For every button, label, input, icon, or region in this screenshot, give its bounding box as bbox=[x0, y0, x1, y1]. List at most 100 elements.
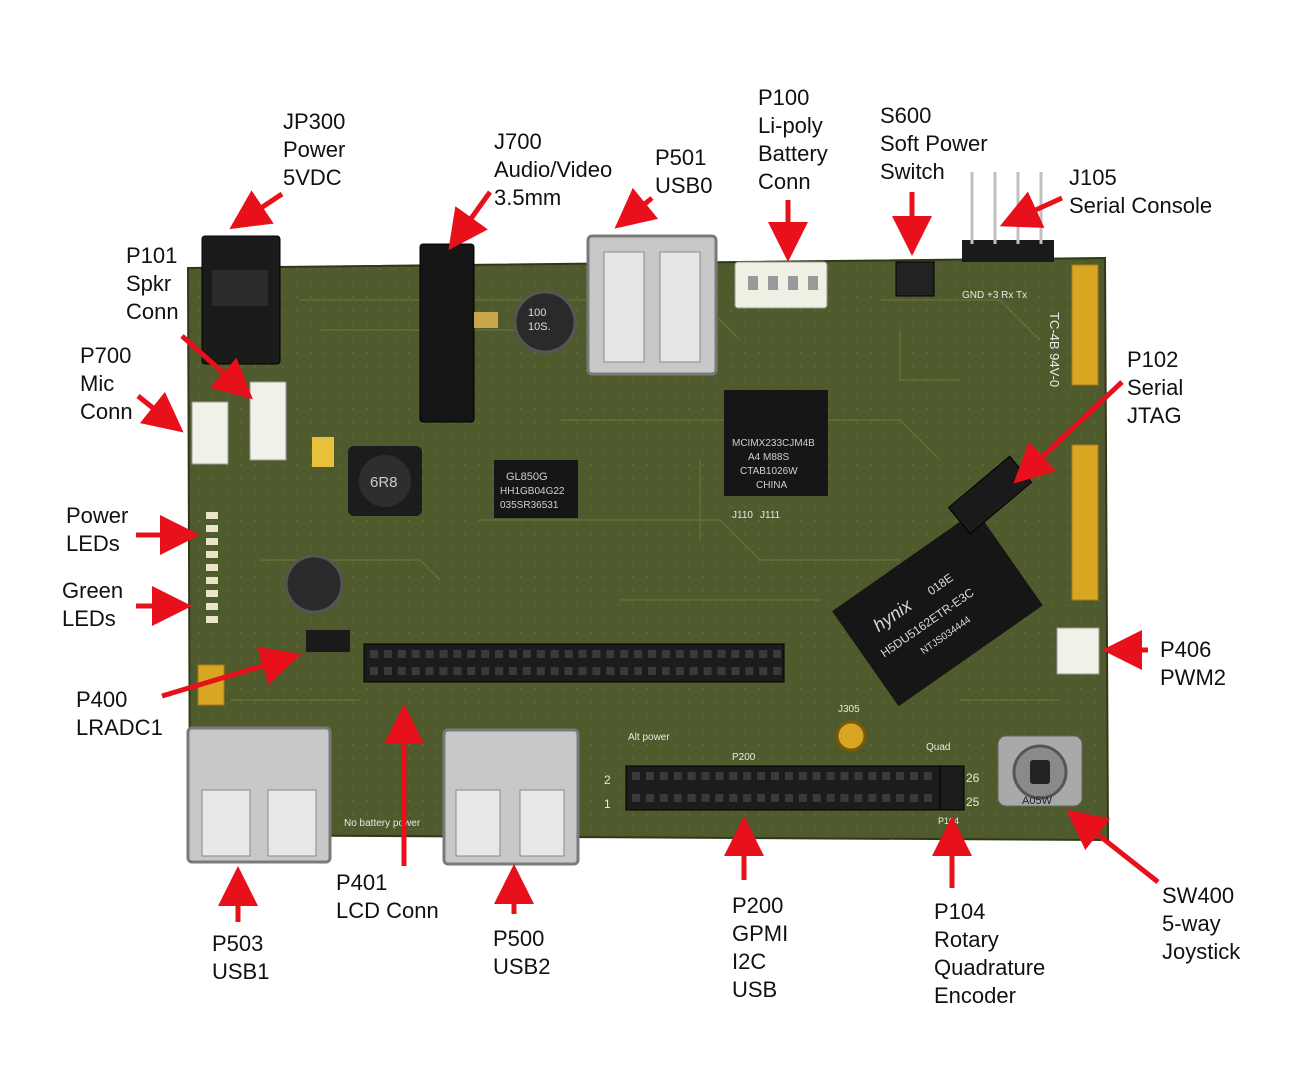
arrow-jp300 bbox=[229, 190, 284, 230]
header-pin bbox=[592, 667, 601, 675]
callout-p700-line3: Conn bbox=[80, 399, 133, 424]
header-pin bbox=[675, 650, 684, 658]
header-pin bbox=[659, 794, 668, 802]
quad-silk: Quad bbox=[926, 742, 950, 753]
capacitor-top bbox=[513, 290, 577, 354]
header-pin bbox=[701, 772, 710, 780]
callout-p102-line1: P102 bbox=[1127, 347, 1179, 372]
audio-jack bbox=[419, 243, 475, 423]
header-pin bbox=[812, 772, 821, 780]
callout-p101-line1: P101 bbox=[126, 243, 178, 268]
header-pin bbox=[648, 650, 656, 658]
arrow-j105 bbox=[999, 191, 1064, 228]
header-pin bbox=[536, 667, 545, 675]
callout-p100-line2: Li-poly bbox=[758, 113, 823, 138]
callout-p104-line2: Rotary bbox=[934, 927, 999, 952]
hub-chip-text2: HH1GB04G22 bbox=[500, 486, 565, 497]
header-pin bbox=[673, 772, 682, 780]
pin-2-silk: 2 bbox=[604, 773, 611, 787]
callout-j700-line2: Audio/Video bbox=[494, 157, 613, 182]
header-pin bbox=[620, 667, 629, 675]
header-pin bbox=[425, 650, 434, 658]
header-pin bbox=[632, 794, 640, 802]
j305-pad bbox=[835, 720, 867, 752]
header-pin bbox=[495, 667, 504, 675]
header-pin bbox=[743, 794, 752, 802]
header-pin bbox=[370, 650, 378, 658]
callout-sw400-line2: 5-way bbox=[1162, 911, 1221, 936]
header-pin bbox=[717, 667, 726, 675]
lcd-header bbox=[363, 643, 785, 683]
header-pin bbox=[910, 772, 918, 780]
cap-top-text2: 10S. bbox=[528, 321, 551, 333]
header-pin bbox=[467, 667, 476, 675]
callout-s600: S600 Soft Power Switch bbox=[880, 102, 988, 186]
no-battery-silk: No battery power bbox=[344, 818, 421, 829]
header-pin bbox=[564, 667, 573, 675]
callout-p500-line1: P500 bbox=[493, 926, 545, 951]
callout-j105-line2: Serial Console bbox=[1069, 193, 1213, 218]
led bbox=[206, 551, 218, 558]
header-pin bbox=[411, 667, 420, 675]
header-pin bbox=[659, 772, 668, 780]
header-pin bbox=[729, 794, 738, 802]
header-pin bbox=[745, 650, 754, 658]
led bbox=[206, 616, 218, 623]
header-pin bbox=[745, 667, 754, 675]
j105-pin-text: GND +3 Rx Tx bbox=[962, 290, 1027, 301]
arrow-p400 bbox=[161, 646, 302, 699]
header-pin bbox=[411, 650, 420, 658]
header-pin bbox=[509, 667, 517, 675]
header-pin bbox=[578, 667, 587, 675]
callout-p700-line1: P700 bbox=[80, 343, 132, 368]
header-pin bbox=[923, 772, 932, 780]
callout-p503: P503 USB1 bbox=[212, 930, 269, 986]
header-pin bbox=[771, 772, 779, 780]
header-pin bbox=[882, 794, 891, 802]
header-pin bbox=[481, 667, 490, 675]
j111-text: J111 bbox=[760, 510, 781, 521]
header-pin bbox=[632, 772, 640, 780]
header-pin bbox=[467, 650, 476, 658]
cpu-text1: MCIMX233CJM4B bbox=[732, 438, 815, 449]
header-pin bbox=[370, 667, 378, 675]
header-pin bbox=[896, 772, 905, 780]
header-pin bbox=[868, 772, 877, 780]
header-pin bbox=[397, 667, 406, 675]
arrow-p700 bbox=[136, 391, 184, 433]
callout-jp300-line1: JP300 bbox=[283, 109, 346, 134]
header-pin bbox=[592, 650, 601, 658]
callout-p200: P200 GPMI I2C USB bbox=[732, 892, 788, 1004]
header-pin bbox=[687, 772, 696, 780]
header-pin bbox=[453, 650, 462, 658]
header-pin bbox=[896, 794, 905, 802]
callout-s600-line1: S600 bbox=[880, 103, 932, 128]
callout-p200-line4: USB bbox=[732, 977, 778, 1002]
battery-connector bbox=[734, 261, 828, 309]
callout-p400: P400 LRADC1 bbox=[76, 686, 163, 742]
callout-p101-line2: Spkr bbox=[126, 271, 172, 296]
header-pin bbox=[701, 794, 710, 802]
header-pin bbox=[854, 772, 863, 780]
callout-j105-line1: J105 bbox=[1069, 165, 1117, 190]
header-pin bbox=[703, 650, 712, 658]
led bbox=[206, 590, 218, 597]
arrow-p501 bbox=[614, 187, 659, 229]
cpu-text4: CHINA bbox=[756, 480, 787, 491]
callout-p400-line1: P400 bbox=[76, 687, 128, 712]
mic-connector bbox=[191, 401, 229, 465]
serial-console-header bbox=[962, 240, 1054, 262]
cpu-text3: CTAB1026W bbox=[740, 466, 798, 477]
callout-p401-line1: P401 bbox=[336, 870, 388, 895]
header-pin bbox=[731, 667, 740, 675]
callout-p101: P101 Spkr Conn bbox=[126, 242, 179, 326]
header-pin bbox=[771, 794, 779, 802]
rotary-encoder-header bbox=[939, 765, 965, 811]
callout-s600-line3: Switch bbox=[880, 159, 945, 184]
callout-p200-line3: I2C bbox=[732, 949, 767, 974]
cap-top-text: 100 bbox=[528, 307, 546, 319]
pin-26-silk: 26 bbox=[966, 771, 980, 785]
led bbox=[206, 603, 218, 610]
callout-p406: P406 PWM2 bbox=[1160, 636, 1226, 692]
callout-p104-line1: P104 bbox=[934, 899, 986, 924]
